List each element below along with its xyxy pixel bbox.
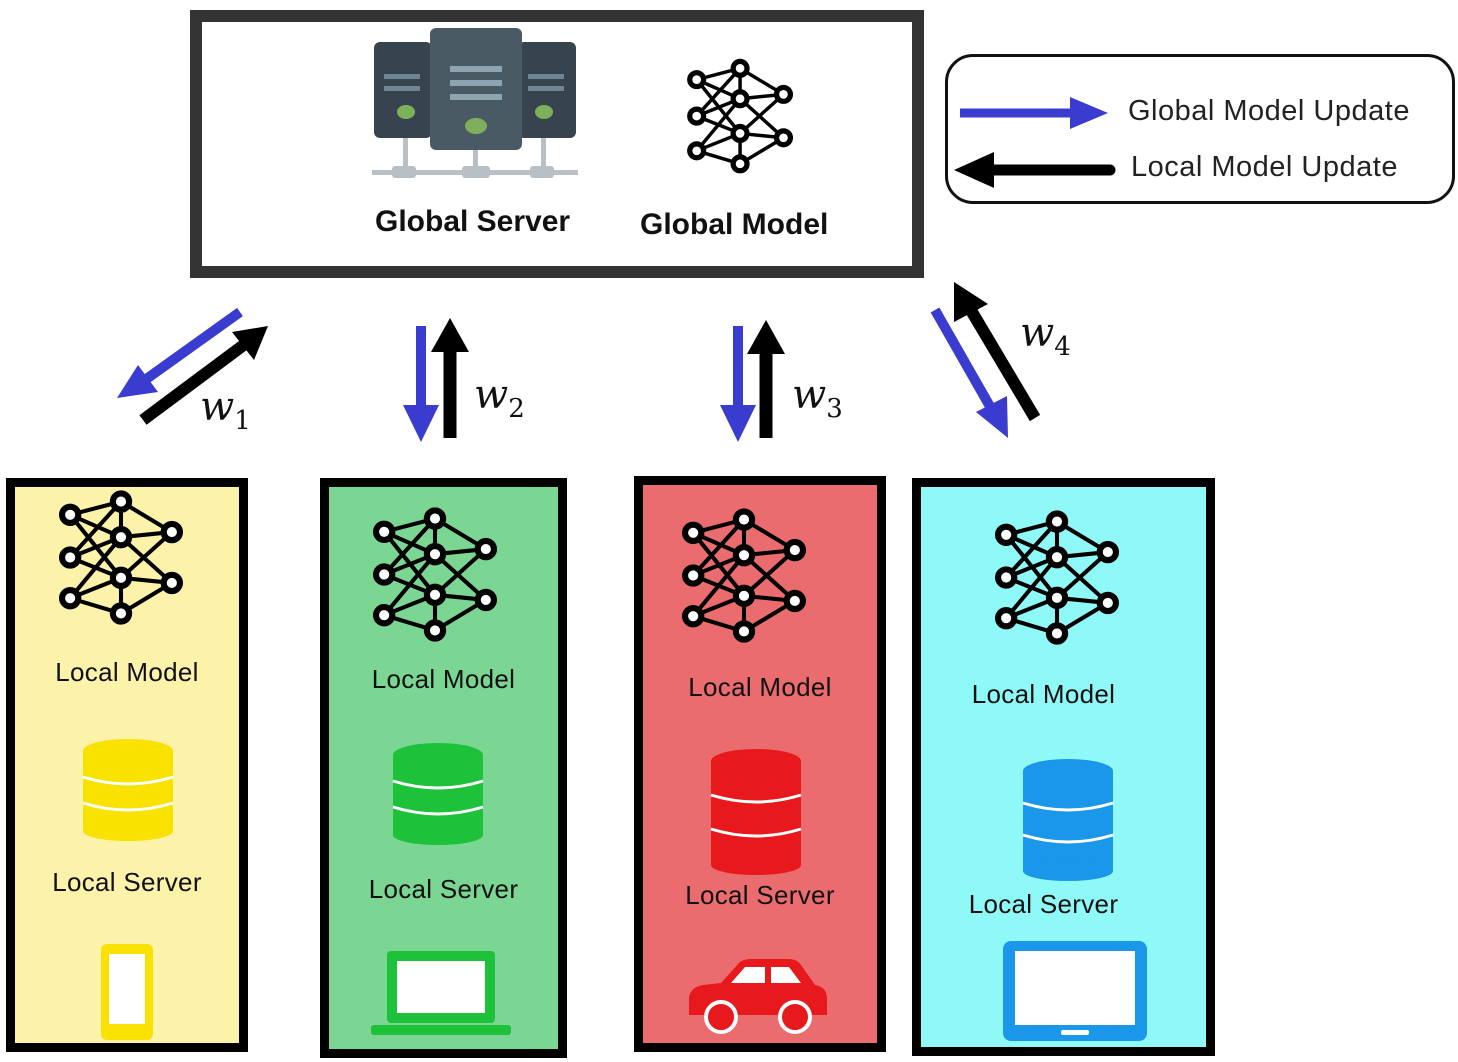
local-server-label: Local Server (968, 889, 1119, 919)
database-icon (710, 749, 802, 875)
legend-local-label: Local Model Update (1131, 151, 1398, 183)
weight-w3: w3 (792, 372, 843, 424)
global-server-label: Global Server (375, 205, 571, 238)
weight-w1: w1 (200, 384, 251, 436)
database-icon (1022, 759, 1114, 881)
arrow-pair-4 (930, 282, 1041, 438)
local-model-label: Local Model (688, 672, 832, 702)
legend-local-arrow-icon (954, 152, 1116, 188)
client-panel-4: Local Model Local Server (912, 478, 1215, 1056)
local-model-label: Local Model (371, 664, 516, 694)
arrow-pair-3 (720, 320, 785, 442)
weight-w2: w2 (474, 372, 525, 424)
database-icon (392, 743, 484, 845)
local-server-label: Local Server (368, 874, 519, 904)
local-server-label: Local Server (52, 867, 202, 897)
local-model-label: Local Model (55, 657, 199, 687)
local-model-label: Local Model (971, 679, 1116, 709)
weight-w4: w4 (1020, 310, 1071, 362)
laptop-icon (371, 951, 511, 1035)
database-icon (82, 739, 174, 841)
legend (945, 54, 1455, 204)
local-model-network-icon (60, 495, 182, 620)
server-rack-icon (372, 28, 578, 178)
car-icon (689, 959, 827, 1034)
local-model-network-icon (996, 515, 1118, 640)
local-server-label: Local Server (685, 880, 835, 910)
legend-global-arrow-icon (960, 97, 1108, 129)
legend-global-label: Global Model Update (1128, 95, 1410, 127)
local-model-network-icon (374, 512, 496, 637)
tablet-icon (1003, 941, 1147, 1041)
local-model-network-icon (683, 513, 805, 638)
global-model-label: Global Model (640, 208, 829, 241)
client-panel-2: Local Model Local Server (320, 478, 567, 1058)
arrow-pair-2 (403, 318, 469, 442)
client-panel-3: Local Model Local Server (634, 476, 886, 1052)
smartphone-icon (101, 944, 153, 1040)
connection-arrows (117, 282, 1041, 442)
arrow-pair-1 (117, 307, 268, 425)
client-panel-1: Local Model Local Server (6, 478, 248, 1052)
